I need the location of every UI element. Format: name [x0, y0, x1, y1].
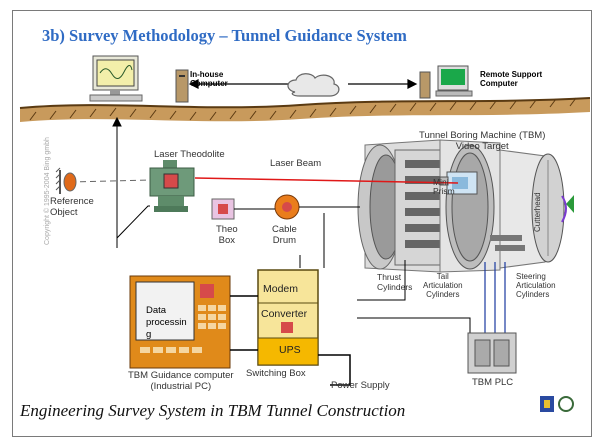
theo-box-label: Theo Box — [216, 224, 238, 246]
copyright-text: Copyright © 1995-2004 Bing gmbh — [44, 137, 51, 245]
laser-theodolite-label: Laser Theodolite — [154, 149, 225, 160]
converter-label: Converter — [261, 308, 308, 320]
laser-theodolite-icon — [149, 160, 195, 212]
cable-drum-label: Cable Drum — [272, 224, 297, 246]
switching-box-icon — [257, 269, 319, 366]
signal-lines-blue — [484, 262, 506, 335]
reference-object-label: Reference Object — [50, 196, 94, 218]
mini-prism-label: Mini Prism — [433, 177, 455, 196]
modem-label: Modem — [263, 283, 299, 295]
theo-box-icon — [211, 198, 235, 220]
inhouse-computer-icon — [89, 55, 189, 103]
remote-computer-label: Remote Support Computer — [480, 70, 543, 88]
slide-footer: Engineering Survey System in TBM Tunnel … — [20, 401, 406, 420]
computer-to-switch — [230, 295, 351, 386]
thrust-cylinders-label: Thrust Cylinders — [377, 272, 413, 292]
switching-box-label: Switching Box — [246, 368, 306, 379]
prism-icon — [439, 176, 449, 186]
tbm-body — [357, 139, 574, 273]
tail-articulation-label: Tail Articulation Cylinders — [423, 272, 463, 299]
remote-computer-icon — [419, 65, 473, 99]
guidance-computer-label: TBM Guidance computer (Industrial PC) — [128, 370, 234, 392]
ups-label: UPS — [279, 344, 301, 356]
power-supply-label: Power Supply — [331, 380, 390, 391]
tbm-plc-label: TBM PLC — [472, 377, 514, 388]
tbm-plc-icon — [467, 332, 517, 374]
ices-logo-icon — [540, 396, 574, 412]
video-target-icon — [446, 171, 478, 195]
reference-line — [69, 179, 151, 183]
slide-title: 3b) Survey Methodology – Tunnel Guidance… — [42, 26, 407, 45]
guidance-computer-icon — [129, 275, 231, 369]
inhouse-computer-label: In-house Computer — [190, 70, 228, 88]
tbm-label: Tunnel Boring Machine (TBM) Video Target — [419, 130, 546, 152]
reference-object-icon — [55, 167, 77, 194]
cable-lines — [112, 116, 471, 335]
data-processing-label: Data processin g — [146, 305, 187, 340]
laser-beam-label: Laser Beam — [270, 158, 322, 169]
cable-drum-icon — [274, 194, 300, 220]
ground-surface — [19, 97, 591, 122]
internet-link — [188, 73, 418, 97]
steering-articulation-label: Steering Articulation Cylinders — [516, 272, 556, 299]
cutterhead-label: Cutterhead — [533, 192, 542, 232]
laser-beam-line — [194, 177, 459, 184]
